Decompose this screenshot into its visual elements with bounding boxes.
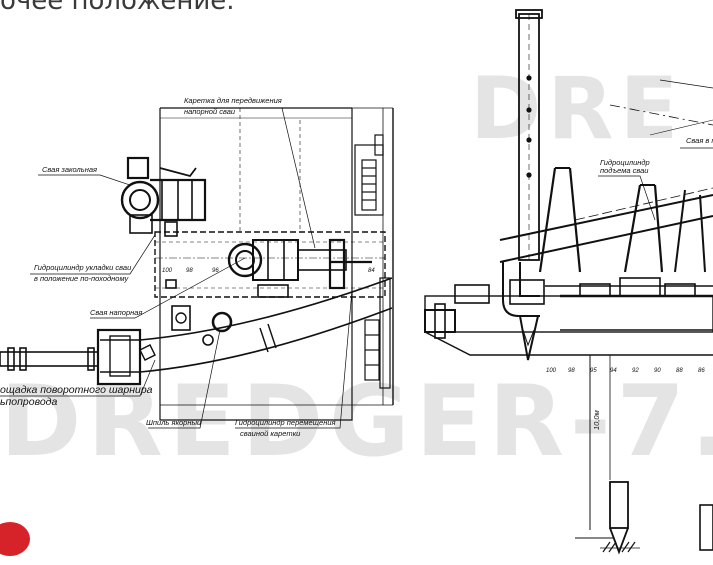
label-cyl-move-2: сваиной каретки (240, 429, 301, 438)
label-carriage: Каретка для передвижения (184, 96, 282, 105)
label-cyl-lay-2: в положение по-походному (34, 274, 130, 283)
label-cyl-lay: Гидроцилиндр укладки сваи (34, 263, 132, 272)
label-platform-2: ьпопровода (0, 396, 57, 408)
frame-num-right-2: 95 (590, 368, 597, 374)
frame-num-right-4: 92 (632, 368, 639, 374)
frame-num-right-6: 88 (676, 368, 683, 374)
label-depth: 10,0м (592, 410, 601, 430)
left-leaders (0, 107, 353, 429)
right-leaders (598, 147, 713, 221)
page-heading: очее положение. (0, 0, 235, 16)
frame-num-right-0: 100 (546, 368, 557, 374)
frame-num-left-1: 98 (186, 268, 193, 274)
frame-num-right-7: 86 (698, 368, 705, 374)
frame-num-left-2: 96 (212, 268, 219, 274)
label-cyl-move: Гидроцилиндр перемещения (235, 418, 336, 427)
label-cyl-lift: Гидроцилиндр (600, 158, 650, 167)
frame-num-left-0: 100 (162, 268, 173, 274)
right-side-view (424, 9, 713, 555)
frame-num-right-5: 90 (654, 368, 661, 374)
label-anchor-spire: Шпиль якорный (146, 418, 202, 427)
frame-num-right-3: 94 (610, 368, 617, 374)
label-cyl-lift-2: подъема сваи (600, 166, 649, 175)
frame-num-right-1: 98 (568, 368, 575, 374)
label-pile-pressure: Свая напорная (90, 308, 142, 317)
label-pile-lock: Свая закольная (42, 165, 97, 174)
watermark-top: DRE (470, 59, 684, 159)
label-pile-b: Свая в п (686, 136, 713, 145)
frame-num-left-3: 84 (368, 268, 375, 274)
label-platform: ощадка поворотного шарнира (0, 384, 153, 396)
label-carriage-2: напорной сваи (184, 107, 236, 116)
left-plan-view (0, 107, 394, 421)
watermark-bottom: DREDGER-7.C (0, 365, 713, 479)
